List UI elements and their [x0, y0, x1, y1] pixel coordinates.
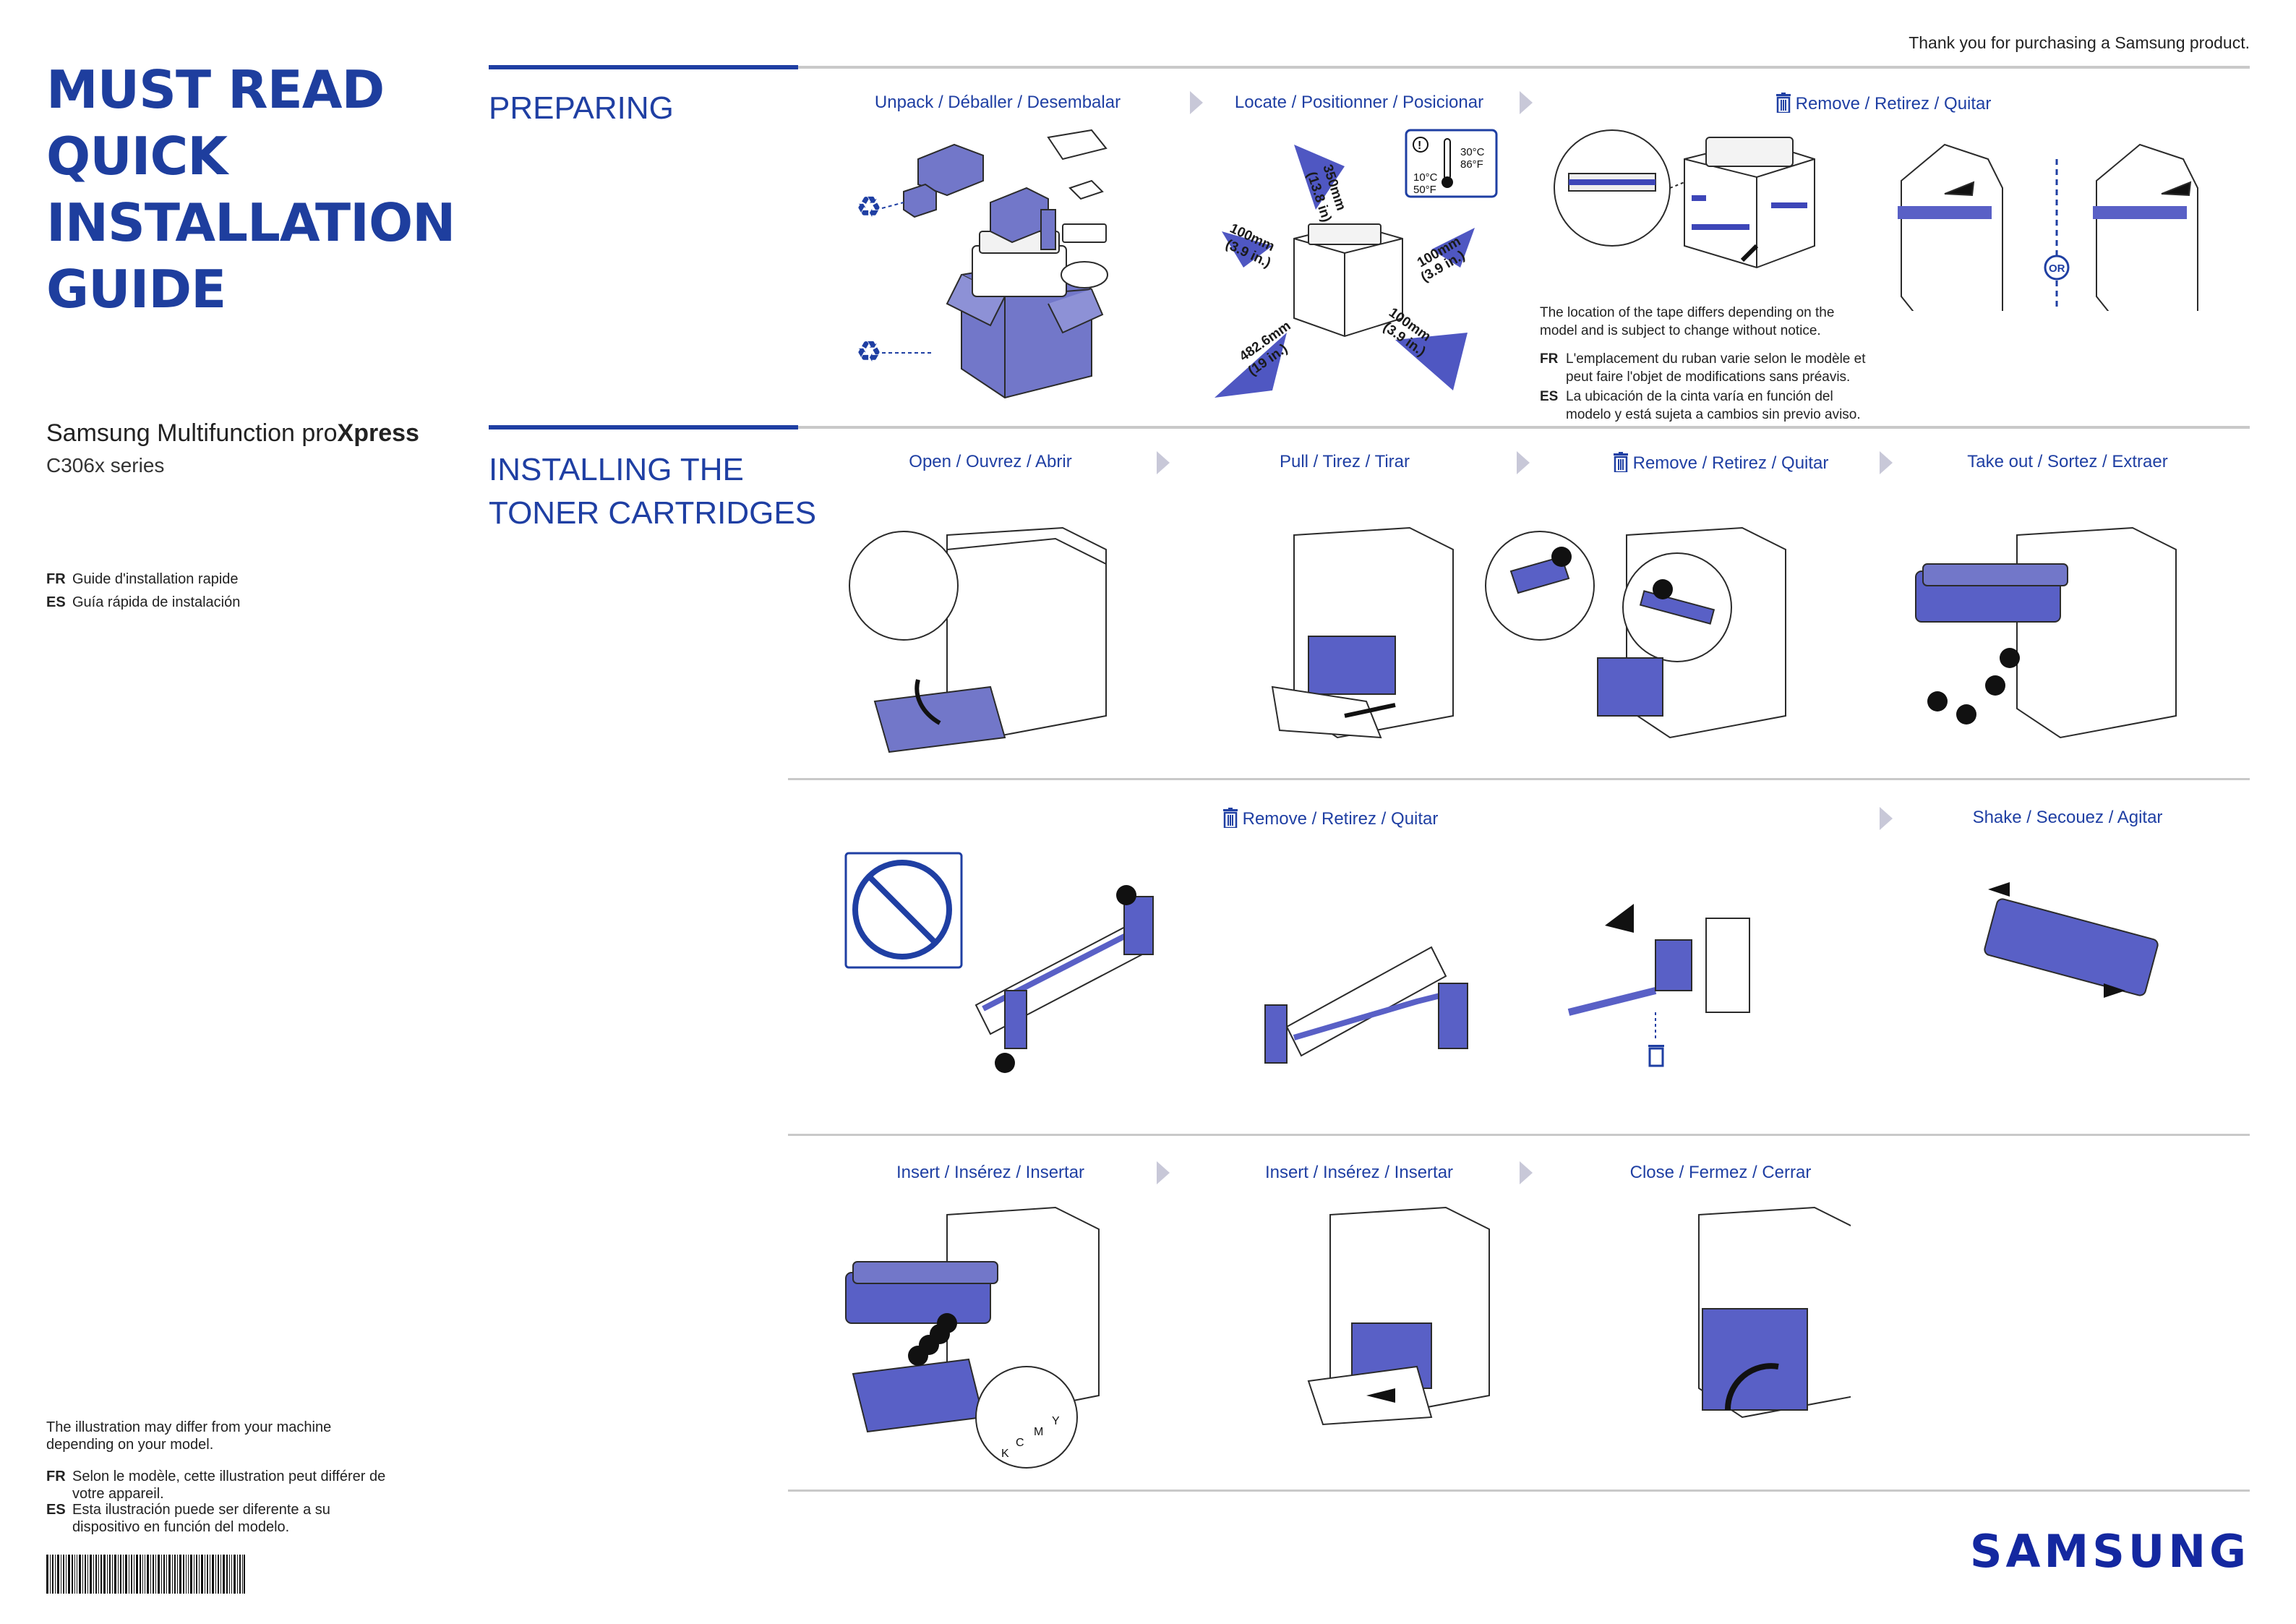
preparing-title: PREPARING: [489, 90, 674, 126]
trash-icon: [1775, 93, 1791, 113]
or-badge: [2044, 255, 2070, 281]
remove-tape-illustration: OR: [1554, 129, 2198, 311]
step-insert-tray-label: Insert / Insérez / Insertar: [1264, 1163, 1454, 1182]
trash-icon: [1648, 1045, 1664, 1067]
step-unpack-label: Unpack / Déballer / Desembalar: [874, 93, 1121, 112]
step-shake-label: Shake / Secouez / Agitar: [1972, 808, 2163, 827]
trash-icon: [1222, 808, 1238, 828]
title-line: INSTALLATION: [46, 192, 455, 253]
cartridge-letter-y: Y: [1052, 1415, 1060, 1427]
step-arrow-icon: [1517, 451, 1530, 474]
svg-text:!: !: [1418, 140, 1421, 152]
barcode: [46, 1555, 245, 1594]
or-label: OR: [2049, 262, 2065, 275]
step-open-label: Open / Ouvrez / Abrir: [909, 452, 1072, 471]
locate-illustration: 350mm (13.8 in) 100mm (3.9 in.) 100mm (3…: [1215, 129, 1498, 398]
toner-row2-illustrations: [844, 852, 2159, 1073]
row-divider: [788, 778, 2250, 780]
guide-title: MUST READ QUICK INSTALLATION GUIDE: [46, 56, 455, 322]
temp-high-f: 86°F: [1460, 158, 1483, 171]
step-arrow-icon: [1190, 91, 1203, 114]
disclaimer-en: The illustration may differ from your ma…: [46, 1419, 332, 1453]
title-line: QUICK: [46, 126, 228, 187]
unpack-illustration: ♻ ♻: [856, 129, 1108, 399]
step-arrow-icon: [1520, 91, 1533, 114]
title-line: GUIDE: [46, 259, 226, 320]
step-locate-label: Locate / Positionner / Posicionar: [1234, 93, 1484, 112]
toner-row1-illustrations: [849, 526, 2177, 753]
disclaimer-es: ES Esta ilustración puede ser diferente …: [46, 1502, 330, 1535]
step-insert-cartridges-label: Insert / Insérez / Insertar: [896, 1163, 1085, 1182]
cartridge-letter-m: M: [1034, 1426, 1043, 1438]
installing-rule-accent: [489, 425, 798, 429]
step-arrow-icon: [1157, 1161, 1170, 1184]
tape-note-en: The location of the tape differs dependi…: [1540, 305, 1835, 338]
step-arrow-icon: [1880, 807, 1893, 830]
step-pull-label: Pull / Tirez / Tirar: [1279, 452, 1410, 471]
step-take-out-label: Take out / Sortez / Extraer: [1967, 452, 2168, 471]
preparing-rule-accent: [489, 65, 798, 69]
toner-row3-illustrations: K C M Y: [845, 1206, 1851, 1469]
step-close-label: Close / Fermez / Cerrar: [1629, 1163, 1812, 1182]
step-arrow-icon: [1157, 451, 1170, 474]
trash-icon: [1613, 452, 1628, 472]
installing-rule: [798, 426, 2250, 429]
disclaimer-fr: FR Selon le modèle, cette illustration p…: [46, 1469, 386, 1502]
recycle-icon: ♻: [856, 192, 882, 223]
recycle-icon: ♻: [856, 336, 882, 368]
temp-low-c: 10°C: [1413, 171, 1438, 184]
cartridge-letter-c: C: [1016, 1437, 1024, 1449]
samsung-logo: SAMSUNG: [1969, 1525, 2250, 1578]
step-remove-tape-label: Remove / Retirez / Quitar: [1749, 93, 2017, 114]
title-line: MUST READ: [46, 59, 385, 120]
cartridge-letter-k: K: [1001, 1448, 1009, 1460]
step-arrow-icon: [1520, 1161, 1533, 1184]
row-divider: [788, 1490, 2250, 1492]
installing-title: INSTALLING THE TONER CARTRIDGES: [489, 452, 817, 531]
step-remove-seal-label: Remove / Retirez / Quitar: [1186, 808, 1475, 829]
temp-high-c: 30°C: [1460, 146, 1485, 158]
thanks-text: Thank you for purchasing a Samsung produ…: [1909, 33, 2250, 52]
step-arrow-icon: [1880, 451, 1893, 474]
product-name: Samsung Multifunction proXpress: [46, 419, 419, 447]
product-series: C306x series: [46, 454, 165, 476]
temperature-box: ! 30°C 86°F 10°C 50°F: [1405, 129, 1498, 198]
preparing-rule: [798, 66, 2250, 69]
temp-low-f: 50°F: [1413, 184, 1436, 196]
step-remove-clip-label: Remove / Retirez / Quitar: [1576, 452, 1865, 474]
row-divider: [788, 1134, 2250, 1136]
